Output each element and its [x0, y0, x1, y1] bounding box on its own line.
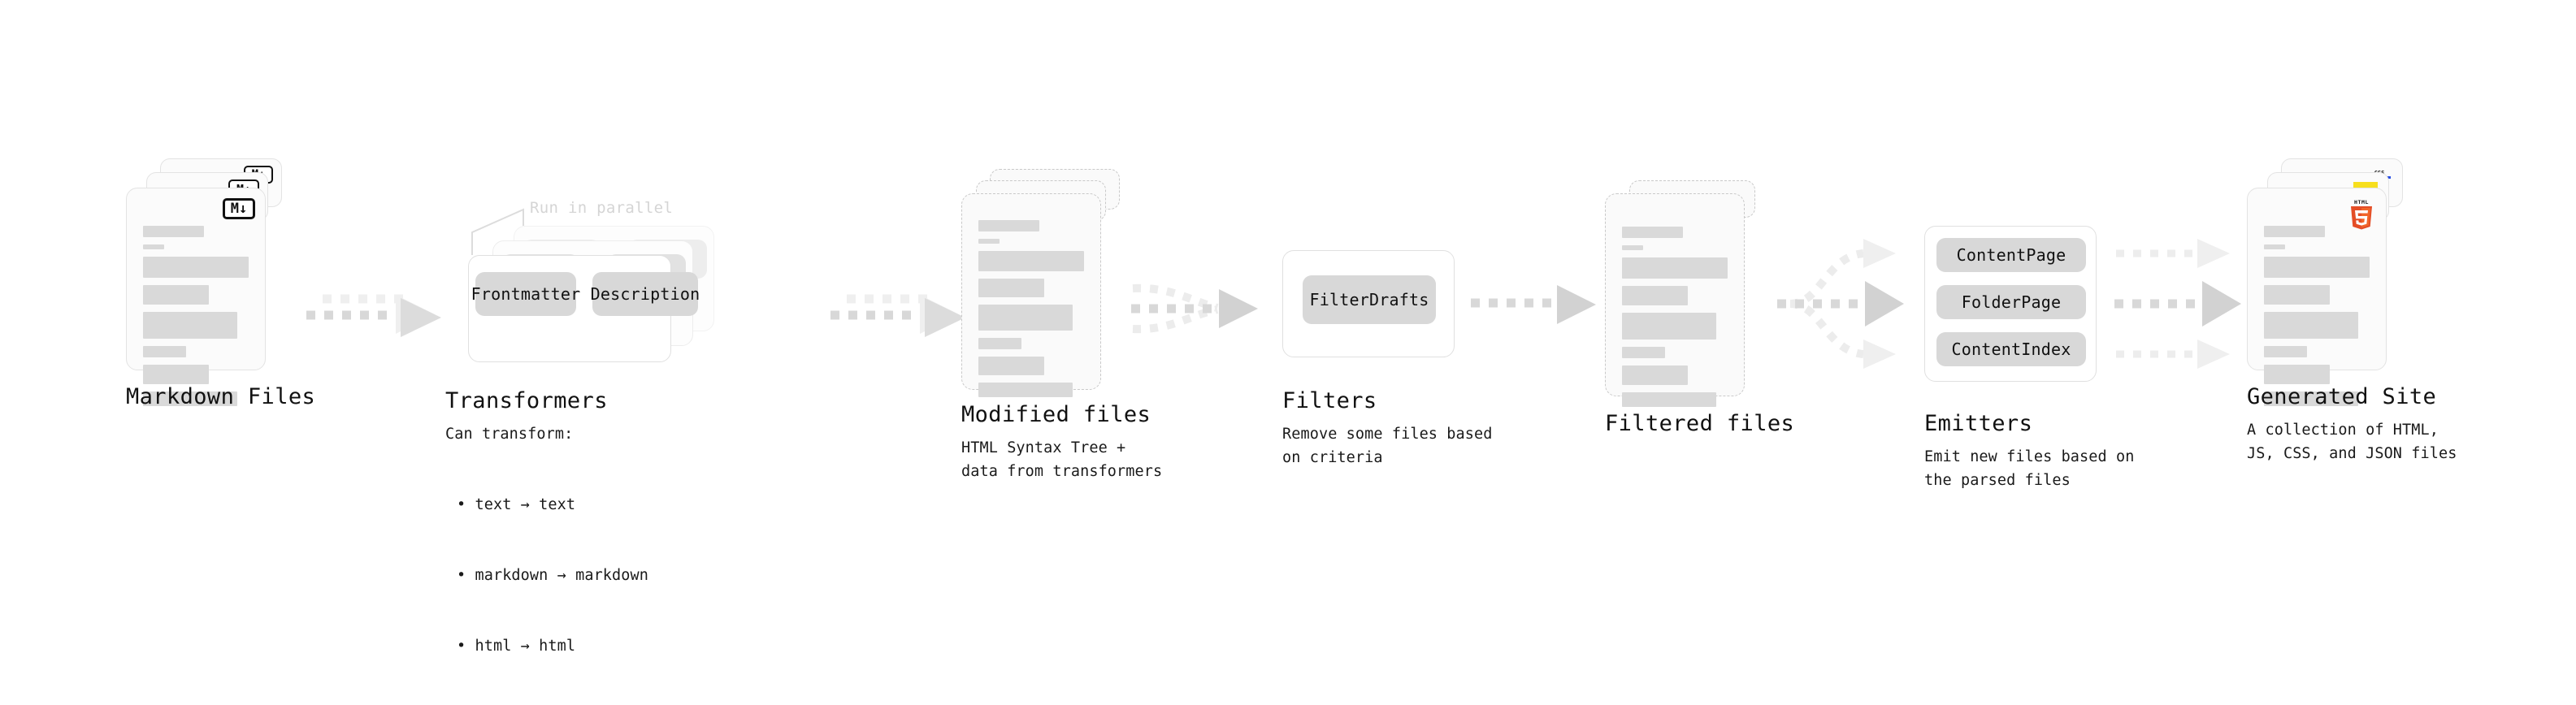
stage-title-emitters: Emitters — [1924, 411, 2033, 436]
run-in-parallel-label: Run in parallel — [530, 199, 674, 217]
emitters-pill-folderpage[interactable]: FolderPage — [1936, 285, 2086, 319]
transformers-subtitle: Can transform: — [445, 426, 574, 443]
filters-subtitle: Remove some files based on criteria — [1282, 426, 1493, 466]
site-doc-front: HTML — [2247, 188, 2387, 406]
html5-badge-icon: HTML — [2348, 198, 2375, 231]
emitters-pill-contentpage[interactable]: ContentPage — [1936, 238, 2086, 272]
emitters-subtitle: Emit new files based on the parsed files — [1924, 448, 2135, 489]
modified-doc-front — [961, 193, 1101, 397]
modified-files-subtitle: HTML Syntax Tree + data from transformer… — [961, 439, 1163, 480]
transformer-card-front: Frontmatter Description — [468, 255, 700, 362]
stage-title-filtered-files: Filtered files — [1605, 411, 1795, 436]
pipeline-diagram: M↓ M↓ M↓ Markdown Files — [126, 158, 2457, 655]
arrow-transformers-to-modified — [829, 280, 975, 340]
svg-text:HTML: HTML — [2354, 199, 2369, 205]
modified-doc-skeleton — [978, 220, 1084, 404]
stage-title-filters: Filters — [1282, 388, 1377, 413]
arrow-markdown-to-transformers — [305, 280, 451, 340]
markdown-doc-front: M↓ — [126, 188, 266, 406]
filtered-doc-skeleton — [1622, 227, 1728, 414]
arrow-modified-to-filters — [1130, 264, 1272, 357]
markdown-doc-skeleton — [143, 226, 249, 413]
filtered-doc-front — [1605, 193, 1745, 407]
filters-pill-filterdrafts[interactable]: FilterDrafts — [1303, 275, 1436, 324]
transformers-bullets: • text → text • markdown → markdown • ht… — [457, 446, 648, 705]
transformers-bullet-0: • text → text — [457, 496, 576, 513]
arrow-filters-to-filtered — [1469, 280, 1607, 332]
run-in-parallel-bracket — [471, 208, 524, 255]
site-doc-skeleton — [2264, 226, 2370, 413]
generated-site-subtitle: A collection of HTML, JS, CSS, and JSON … — [2247, 422, 2457, 462]
emitters-pill-contentindex[interactable]: ContentIndex — [1936, 332, 2086, 366]
stage-title-markdown-files: Markdown Files — [126, 384, 316, 409]
filters-card: FilterDrafts — [1282, 250, 1455, 357]
arrow-filtered-to-emitters — [1776, 229, 1930, 383]
arrow-emitters-to-site — [2113, 229, 2267, 383]
transformer-pill-frontmatter[interactable]: Frontmatter — [471, 272, 580, 316]
transformers-bullet-1: • markdown → markdown — [457, 567, 648, 584]
stage-title-generated-site: Generated Site — [2247, 384, 2437, 409]
transformer-pill-description[interactable]: Description — [591, 272, 700, 316]
markdown-badge-icon: M↓ — [223, 198, 255, 219]
transformers-bullet-2: • html → html — [457, 638, 576, 655]
emitters-card: ContentPage FolderPage ContentIndex — [1924, 226, 2097, 382]
stage-title-modified-files: Modified files — [961, 402, 1151, 427]
stage-title-transformers: Transformers — [445, 388, 608, 413]
